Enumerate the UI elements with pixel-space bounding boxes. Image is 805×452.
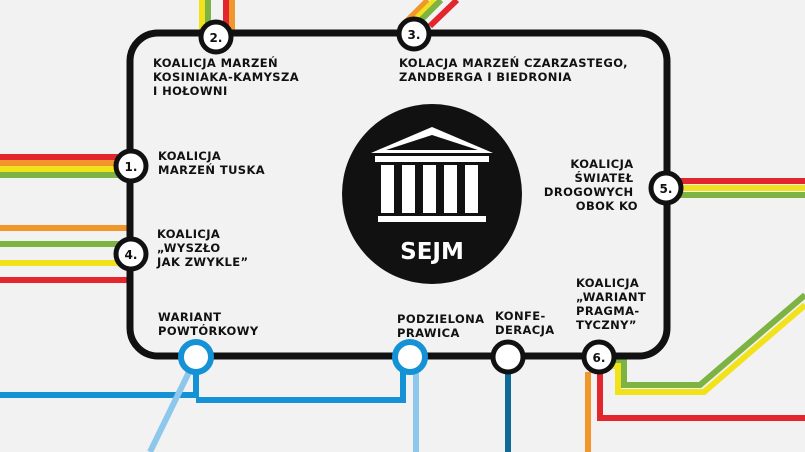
podzielona-label-line: PODZIELONA	[397, 312, 484, 326]
station-4-label-line: JAK ZWYKLE”	[156, 255, 249, 269]
station-4-label-line: KOALICJA	[157, 227, 220, 241]
station-5-label-line: OBOK KO	[576, 199, 638, 213]
station-6-number: 6.	[593, 351, 606, 365]
station-2[interactable]: 2.	[198, 19, 234, 55]
podzielona-label-line: PRAWICA	[397, 326, 460, 340]
wariant-label: WARIANT POWTÓRKOWY	[158, 310, 259, 338]
line-6-red	[597, 372, 805, 421]
station-6-label-line: „WARIANT	[576, 290, 646, 304]
wariant-label-line: POWTÓRKOWY	[158, 323, 259, 338]
station-1-label-line: MARZEŃ TUSKA	[158, 162, 265, 177]
sejm-hub: SEJM	[342, 104, 522, 284]
station-konfederacja[interactable]	[490, 339, 526, 375]
station-4-label: KOALICJA „WYSZŁO JAK ZWYKLE”	[156, 227, 249, 269]
line-3-red	[427, 0, 460, 29]
station-5-label-line: KOALICJA	[570, 157, 633, 171]
station-2-label: KOALICJA MARZEŃ KOSINIAKA-KAMYSZA I HOŁO…	[153, 55, 303, 98]
station-podzielona[interactable]	[392, 339, 428, 375]
station-1-number: 1.	[125, 160, 138, 174]
parliament-building-icon	[371, 127, 493, 222]
station-6-label-line: KOALICJA	[576, 276, 639, 290]
station-1[interactable]: 1.	[113, 148, 149, 184]
station-5[interactable]: 5.	[648, 170, 684, 206]
podzielona-label: PODZIELONA PRAWICA	[397, 312, 489, 340]
station-4-number: 4.	[125, 248, 138, 262]
station-3[interactable]: 3.	[396, 16, 432, 52]
konfederacja-label-line: DERACJA	[495, 323, 555, 337]
station-3-label-line: KOLACJA MARZEŃ CZARZASTEGO,	[399, 55, 628, 70]
wariant-label-line: WARIANT	[158, 310, 221, 324]
station-2-number: 2.	[210, 31, 223, 45]
station-2-label-line: I HOŁOWNI	[153, 84, 228, 98]
station-5-label: KOALICJA ŚWIATEŁ DROGOWYCH OBOK KO	[544, 157, 638, 213]
station-4[interactable]: 4.	[113, 236, 149, 272]
station-5-label-line: ŚWIATEŁ	[574, 170, 633, 185]
sejm-label: SEJM	[400, 239, 464, 265]
line-6-green	[612, 292, 805, 388]
station-3-label: KOLACJA MARZEŃ CZARZASTEGO, ZANDBERGA I …	[399, 55, 632, 84]
station-3-number: 3.	[408, 28, 421, 42]
station-6-label: KOALICJA „WARIANT PRAGMA- TYCZNY”	[576, 276, 651, 332]
line-wariant-light-blue	[147, 368, 193, 452]
konfederacja-label: KONFE- DERACJA	[495, 309, 555, 337]
station-2-label-line: KOALICJA MARZEŃ	[153, 55, 278, 70]
konfederacja-label-line: KONFE-	[495, 309, 546, 323]
station-3-label-line: ZANDBERGA I BIEDRONIA	[399, 70, 572, 84]
station-6[interactable]: 6.	[581, 339, 617, 375]
station-6-label-line: TYCZNY”	[576, 318, 637, 332]
line-wariant-blue	[0, 366, 199, 398]
station-4-label-line: „WYSZŁO	[157, 241, 221, 255]
station-5-number: 5.	[660, 182, 673, 196]
station-2-label-line: KOSINIAKA-KAMYSZA	[153, 70, 299, 84]
station-1-label: KOALICJA MARZEŃ TUSKA	[158, 149, 265, 177]
station-6-label-line: PRAGMA-	[576, 304, 640, 318]
line-6-yellow	[612, 302, 805, 395]
station-5-label-line: DROGOWYCH	[544, 185, 634, 199]
line-podzielona-blue	[196, 366, 406, 403]
station-1-label-line: KOALICJA	[158, 149, 221, 163]
station-wariant[interactable]	[178, 339, 214, 375]
